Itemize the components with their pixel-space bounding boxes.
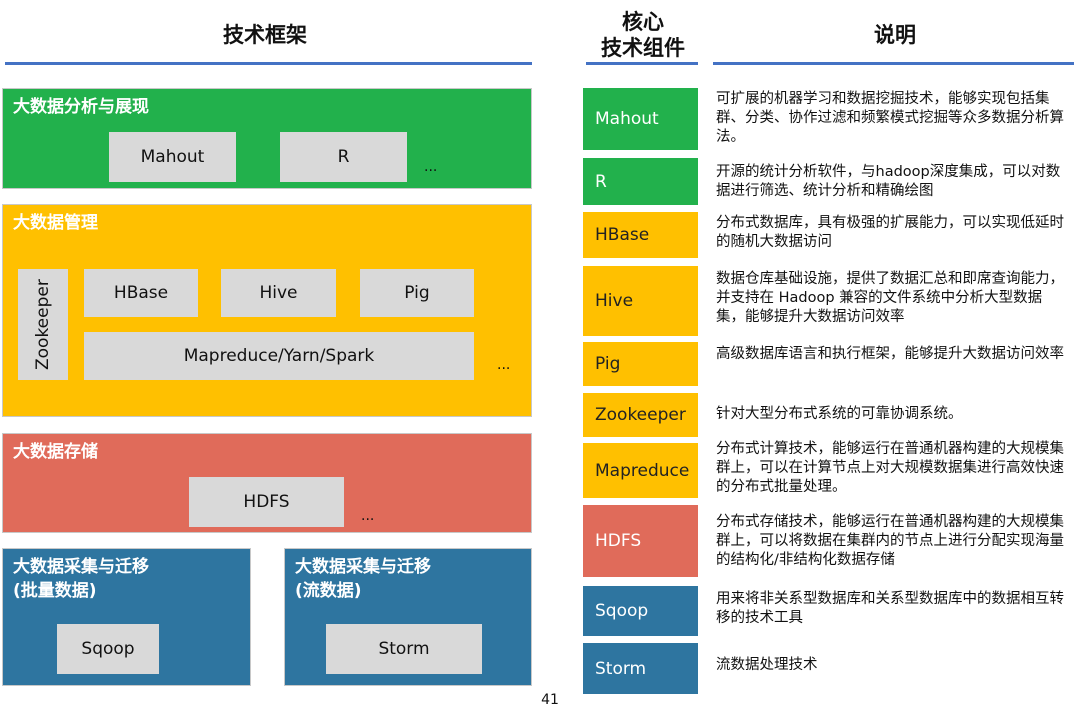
component-hbase: HBase [583,212,698,258]
component-mapreduce: Mapreduce [583,443,698,498]
panel-ingest-stream: 大数据采集与迁移 (流数据) Storm [284,548,532,686]
management-more: ... [497,357,511,373]
box-sqoop: Sqoop [57,624,159,674]
panel-ingest-batch: 大数据采集与迁移 (批量数据) Sqoop [2,548,251,686]
desc-hbase: 分布式数据库，具有极强的扩展能力，可以实现低延时的随机大数据访问 [716,215,1064,250]
box-hdfs: HDFS [189,477,344,527]
description-header: 说明 [874,23,916,47]
desc-sqoop: 用来将非关系型数据库和关系型数据库中的数据相互转移的技术工具 [716,591,1064,626]
box-hbase: HBase [84,269,198,317]
desc-hdfs: 分布式存储技术，能够运行在普通机器构建的大规模集群上，可以将数据在集群内的节点上… [716,514,1064,568]
panel-management-title: 大数据管理 [13,213,98,233]
description-header-rule [713,62,1074,65]
box-storm: Storm [326,624,482,674]
desc-mahout: 可扩展的机器学习和数据挖掘技术，能够实现包括集群、分类、协作过滤和频繁模式挖掘等… [716,91,1064,145]
panel-analysis-title: 大数据分析与展现 [13,97,149,117]
components-header-rule [586,62,698,65]
box-zookeeper: Zookeeper [18,269,68,380]
panel-storage: 大数据存储 HDFS ... [2,433,532,533]
desc-storm: 流数据处理技术 [716,657,818,673]
panel-management: 大数据管理 Zookeeper HBase Hive Pig Mapreduce… [2,204,532,417]
desc-zookeeper: 针对大型分布式系统的可靠协调系统。 [716,406,963,422]
storage-more: ... [361,508,375,524]
desc-pig: 高级数据库语言和执行框架，能够提升大数据访问效率 [716,346,1064,362]
component-storm: Storm [583,643,698,694]
component-hive: Hive [583,266,698,336]
box-pig: Pig [360,269,474,317]
desc-hive: 数据仓库基础设施，提供了数据汇总和即席查询能力，并支持在 Hadoop 兼容的文… [716,271,1064,325]
box-hive: Hive [221,269,336,317]
analysis-more: ... [424,159,438,175]
component-hdfs: HDFS [583,505,698,577]
components-header: 核心 技术组件 [601,10,685,60]
page-number: 41 [541,692,559,708]
framework-header: 技术框架 [223,23,307,47]
component-mahout: Mahout [583,88,698,150]
desc-r: 开源的统计分析软件，与hadoop深度集成，可以对数据进行筛选、统计分析和精确绘… [716,164,1061,199]
box-r: R [280,132,407,182]
component-sqoop: Sqoop [583,586,698,636]
component-pig: Pig [583,342,698,386]
box-mahout: Mahout [109,132,236,182]
component-zookeeper: Zookeeper [583,393,698,437]
panel-ingest-batch-title: 大数据采集与迁移 (批量数据) [13,557,149,601]
framework-header-rule [5,62,532,65]
panel-storage-title: 大数据存储 [13,442,98,462]
desc-mapreduce: 分布式计算技术，能够运行在普通机器构建的大规模集群上，可以在计算节点上对大规模数… [716,441,1064,495]
component-r: R [583,158,698,205]
panel-analysis: 大数据分析与展现 Mahout R ... [2,88,532,189]
box-mapreduce-yarn-spark: Mapreduce/Yarn/Spark [84,332,474,380]
panel-ingest-stream-title: 大数据采集与迁移 (流数据) [295,557,431,601]
